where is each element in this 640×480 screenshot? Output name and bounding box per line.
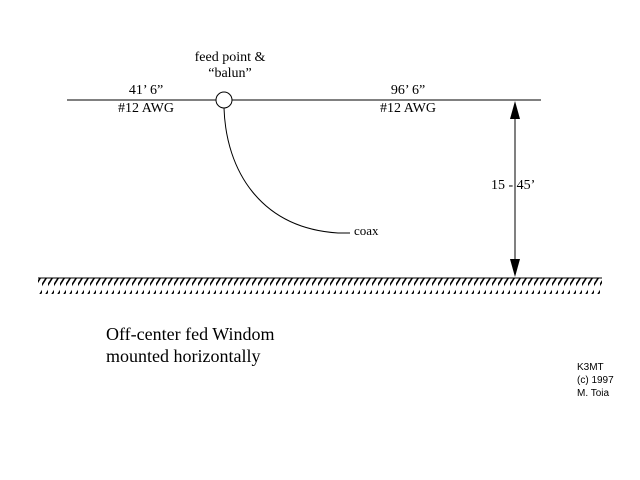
left-wire-label: #12 AWG xyxy=(117,101,175,116)
coax-label: coax xyxy=(354,223,379,238)
height-arrow-down xyxy=(510,259,520,277)
credit-author: M. Toia xyxy=(577,388,610,399)
caption-line2: mounted horizontally xyxy=(106,346,261,366)
coax-cable xyxy=(223,107,350,234)
caption-line1: Off-center fed Windom xyxy=(106,324,275,344)
height-arrow-up xyxy=(510,101,520,119)
right-length-label: 96’ 6” xyxy=(390,83,426,98)
credit-copyright: (c) 1997 xyxy=(577,375,614,386)
credit-callsign: K3MT xyxy=(577,362,604,373)
feed-point-balun xyxy=(215,91,233,109)
feed-point-label-line2: “balun” xyxy=(208,66,252,81)
ground-hatching xyxy=(38,278,602,294)
right-wire-label: #12 AWG xyxy=(379,101,437,116)
left-length-label: 41’ 6” xyxy=(128,83,164,98)
height-label: 15 - 45’ xyxy=(491,178,536,193)
feed-point-label-line1: feed point & xyxy=(194,50,266,65)
